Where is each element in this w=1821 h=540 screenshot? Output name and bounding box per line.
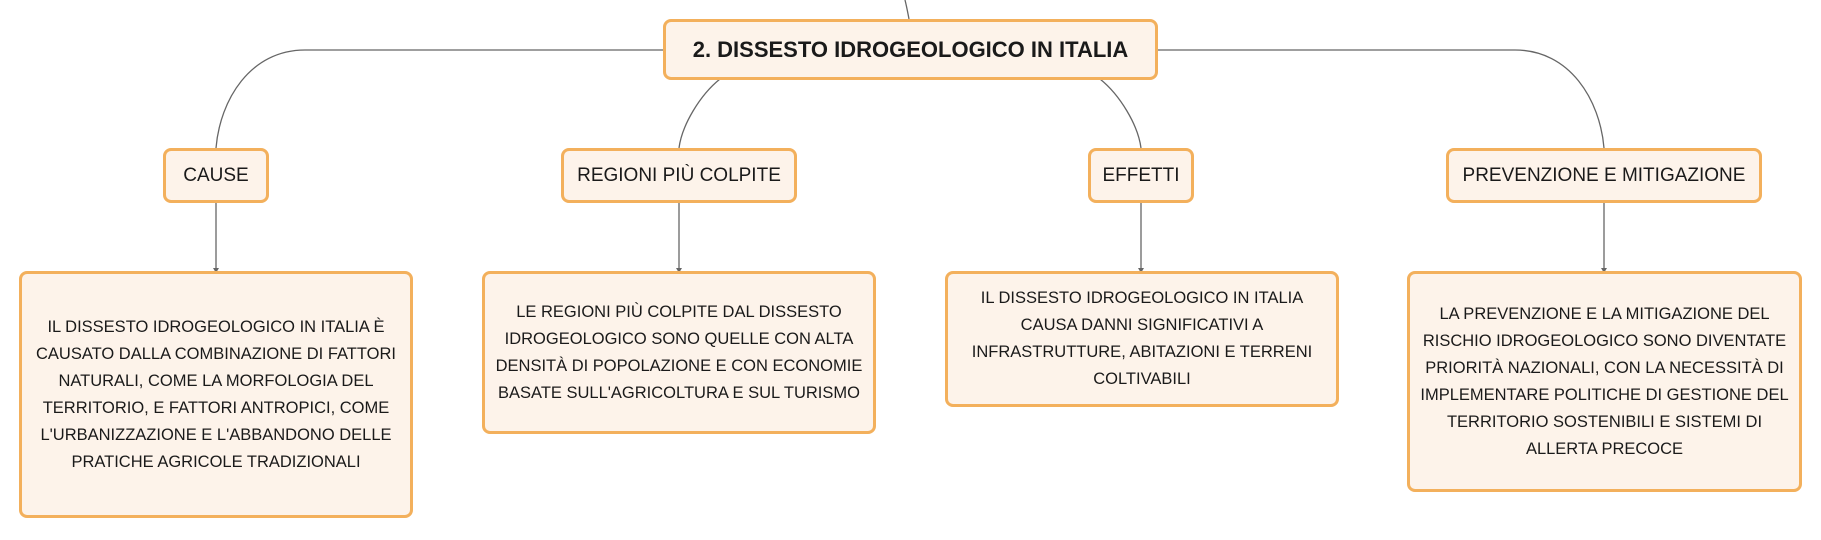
- connector-root-to-cause: [215, 49, 663, 149]
- arrowhead-regioni: [676, 268, 682, 273]
- root-topic-node[interactable]: 2. DISSESTO IDROGEOLOGICO IN ITALIA: [663, 19, 1158, 80]
- subtopic-text-effetti: IL DISSESTO IDROGEOLOGICO IN ITALIA CAUS…: [971, 289, 1313, 388]
- topic-node-regioni-piu-colpite[interactable]: REGIONI PIÙ COLPITE: [561, 148, 797, 203]
- topic-node-cause[interactable]: CAUSE: [163, 148, 269, 203]
- root-topic-label: 2. DISSESTO IDROGEOLOGICO IN ITALIA: [692, 36, 1129, 62]
- topic-node-effetti[interactable]: EFFETTI: [1088, 148, 1194, 203]
- subtopic-node-effetti[interactable]: IL DISSESTO IDROGEOLOGICO IN ITALIA CAUS…: [945, 271, 1339, 407]
- connector-parent-to-root: [904, 0, 910, 20]
- arrowhead-prevenzione: [1601, 268, 1607, 273]
- subtopic-text-prevenzione-e-mitigazione: LA PREVENZIONE E LA MITIGAZIONE DEL RISC…: [1420, 304, 1789, 458]
- topic-label-prevenzione-e-mitigazione: PREVENZIONE E MITIGAZIONE: [1462, 164, 1746, 186]
- connector-root-to-prevenzione: [1158, 49, 1605, 149]
- arrowhead-effetti: [1138, 268, 1144, 273]
- subtopic-node-cause[interactable]: IL DISSESTO IDROGEOLOGICO IN ITALIA È CA…: [19, 271, 413, 518]
- topic-label-cause: CAUSE: [183, 164, 249, 186]
- topic-label-regioni-piu-colpite: REGIONI PIÙ COLPITE: [577, 164, 781, 186]
- subtopic-text-cause: IL DISSESTO IDROGEOLOGICO IN ITALIA È CA…: [35, 317, 396, 471]
- connector-root-to-regioni: [678, 78, 721, 149]
- connector-root-to-effetti: [1099, 78, 1142, 149]
- topic-label-effetti: EFFETTI: [1102, 164, 1180, 186]
- topic-node-prevenzione-e-mitigazione[interactable]: PREVENZIONE E MITIGAZIONE: [1446, 148, 1762, 203]
- arrowhead-cause: [213, 268, 219, 273]
- subtopic-node-prevenzione-e-mitigazione[interactable]: LA PREVENZIONE E LA MITIGAZIONE DEL RISC…: [1407, 271, 1802, 492]
- subtopic-text-regioni-piu-colpite: LE REGIONI PIÙ COLPITE DAL DISSESTO IDRO…: [495, 302, 863, 402]
- subtopic-node-regioni-piu-colpite[interactable]: LE REGIONI PIÙ COLPITE DAL DISSESTO IDRO…: [482, 271, 876, 434]
